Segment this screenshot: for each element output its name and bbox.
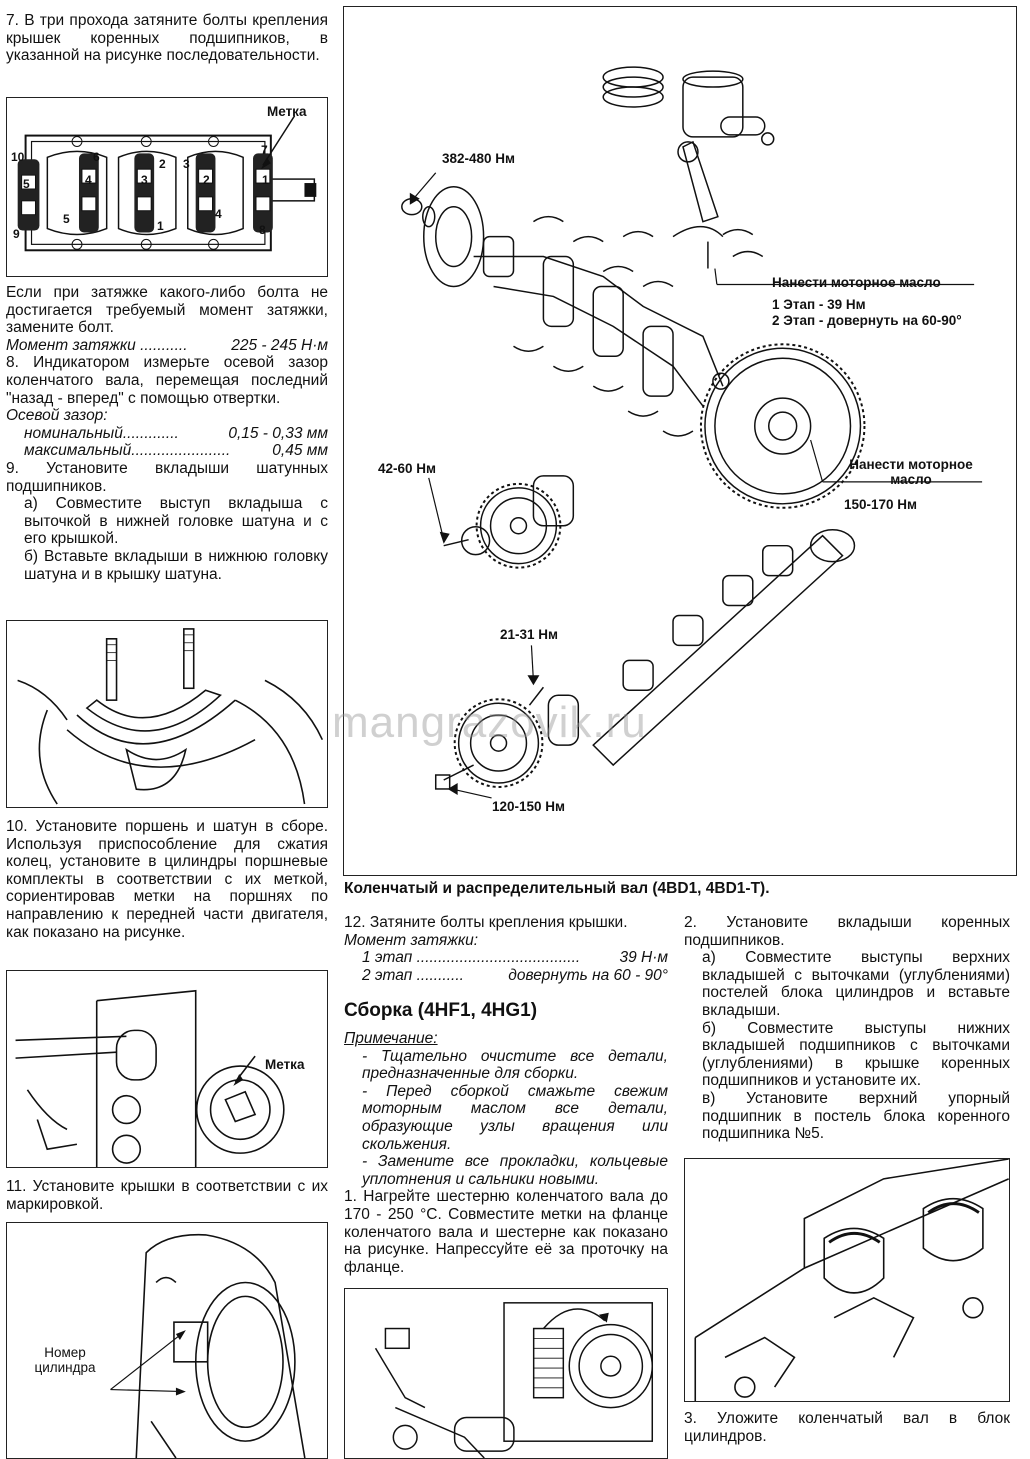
- step12-text: 12. Затяните болты крепления крышки.: [344, 914, 628, 931]
- fig4-cylinder-number-label: Номер цилиндра: [34, 1345, 96, 1375]
- step7-text: 7. В три прохода затяните болты креплени…: [6, 12, 328, 65]
- bearing-cap-marking-figure: Номер цилиндра: [6, 1222, 328, 1459]
- note-item: - Замените все прокладки, кольцевые упло…: [362, 1153, 668, 1188]
- fig1-number: 8: [259, 223, 266, 237]
- torque-row: Момент затяжки ........... 225 - 245 Н·м: [6, 337, 328, 355]
- torque-label-cam-gear: 120-150 Нм: [492, 799, 566, 814]
- stage1-row: 1 этап .................................…: [344, 949, 668, 967]
- fig1-number: 9: [13, 227, 20, 241]
- assembly-step1-text: 1. Нагрейте шестерню коленчатого вала до…: [344, 1188, 668, 1276]
- stage2-value: довернуть на 60 - 90°: [508, 966, 668, 984]
- step9a-text: а) Совместите выступ вкладыша с выточкой…: [24, 495, 328, 548]
- fig1-number: 5: [63, 212, 70, 226]
- mid-text-block: 12. Затяните болты крепления крышки. Мом…: [344, 914, 668, 984]
- torque-label: Момент затяжки: [6, 336, 136, 354]
- fig1-number: 3: [141, 173, 148, 187]
- axial-max-value: 0,45 мм: [272, 442, 328, 460]
- left-text-block: Если при затяжке какого-либо болта не до…: [6, 284, 328, 583]
- fig1-mark-label: Метка: [267, 104, 307, 119]
- axial-nominal-dots: .............: [122, 424, 179, 442]
- fig3-mark-label: Метка: [265, 1057, 305, 1072]
- step2a-text: а) Совместите выступы верхних вкладышей …: [702, 949, 1010, 1019]
- axial-nominal-row: номинальный............. 0,15 - 0,33 мм: [6, 425, 328, 443]
- mid-note-block: Примечание: - Тщательно очистите все дет…: [344, 1030, 668, 1276]
- torque-label-flywheel: 150-170 Нм: [844, 497, 918, 512]
- note-item: - Перед сборкой смажьте свежим моторным …: [362, 1082, 668, 1153]
- crank-gear-drawing: [374, 1302, 654, 1458]
- torque-label-conrod-stage2: 2 Этап - довернуть на 60-90°: [772, 313, 962, 328]
- fig1-number: 2: [203, 173, 210, 187]
- fig1-number: 2: [159, 157, 166, 171]
- right-text-block: 2. Установите вкладыши коренных подшипни…: [684, 914, 1010, 1143]
- crankshaft-camshaft-figure: 382-480 Нм Нанести моторное масло 1 Этап…: [343, 6, 1017, 876]
- fig1-number: 4: [85, 173, 92, 187]
- stage2-label: 2 этап: [362, 966, 413, 984]
- torque-dots: ...........: [140, 336, 188, 354]
- step2-text: 2. Установите вкладыши коренных подшипни…: [684, 914, 1010, 949]
- fig1-number: 4: [215, 207, 222, 221]
- bearing-cap-drawing: [110, 1233, 306, 1458]
- torque-label-flywheel-oil: Нанести моторное масло: [849, 457, 973, 487]
- fig1-number: 1: [262, 173, 269, 187]
- torque-label-conrod-stage1: 1 Этап - 39 Нм: [772, 297, 866, 312]
- section-heading: Сборка (4HF1, 4HG1): [344, 1000, 538, 1021]
- note-item: - Тщательно очистите все детали, предназ…: [362, 1047, 668, 1083]
- stage2-row: 2 этап ........... довернуть на 60 - 90°: [344, 967, 668, 985]
- fig1-number: 6: [93, 150, 100, 164]
- stage1-label: 1 этап: [362, 949, 413, 967]
- cylinder-block-figure: [684, 1158, 1010, 1402]
- cylinder-block-drawing: [694, 1159, 1009, 1401]
- axial-max-row: максимальный....................... 0,45 …: [6, 442, 328, 460]
- exploded-view-drawing: [401, 66, 983, 799]
- axial-max-dots: .......................: [131, 442, 231, 460]
- axial-title: Осевой зазор:: [6, 407, 108, 425]
- bearing-caps-drawing: [17, 115, 317, 252]
- axial-nominal-value: 0,15 - 0,33 мм: [228, 424, 328, 442]
- step10-text: 10. Установите поршень и шатун в сборе. …: [6, 818, 328, 941]
- piston-install-drawing: [15, 989, 285, 1167]
- step11-text: 11. Установите крышки в соответствии с и…: [6, 1178, 328, 1213]
- warn-bolt-text: Если при затяжке какого-либо болта не до…: [6, 284, 328, 337]
- watermark: mangrazovik.ru: [332, 698, 647, 747]
- piston-install-figure: Метка: [6, 970, 328, 1168]
- torque-label-pulley: 382-480 Нм: [442, 151, 516, 166]
- fig1-number: 7: [261, 143, 268, 157]
- axial-max-label: максимальный: [24, 442, 132, 460]
- step8-text: 8. Индикатором измерьте осевой зазор кол…: [6, 354, 328, 407]
- torque-value: 225 - 245 Н·м: [231, 336, 328, 354]
- fig1-number: 5: [23, 177, 30, 191]
- torque-label-idler: 42-60 Нм: [378, 461, 437, 476]
- conrod-bearing-drawing: [17, 628, 324, 805]
- stage1-value: 39 Н·м: [619, 949, 668, 967]
- fig1-number: 3: [183, 157, 190, 171]
- torque-label-cam-plate: 21-31 Нм: [500, 627, 559, 642]
- fig1-number: 1: [157, 219, 164, 233]
- bearing-caps-sequence-figure: Метка 10 5 9 6 4 5 2 3 1 3 2 4 7 1 8: [6, 97, 328, 277]
- step9b-text: б) Вставьте вкладыши в нижнюю головку ша…: [24, 547, 328, 583]
- axial-nominal-label: номинальный: [24, 424, 123, 442]
- torque-label-conrod-oil: Нанести моторное масло: [772, 275, 941, 290]
- mid-torque-title: Момент затяжки:: [344, 931, 479, 949]
- step2c-text: в) Установите верхний упорный подшипник …: [702, 1089, 1010, 1143]
- step9-text: 9. Установите вкладыши шатунных подшипни…: [6, 459, 328, 495]
- crank-gear-press-figure: [344, 1288, 668, 1459]
- stage2-dots: ...........: [416, 966, 464, 984]
- main-figure-caption: Коленчатый и распределительный вал (4BD1…: [344, 880, 770, 897]
- fig1-number: 10: [11, 150, 25, 164]
- stage1-dots: ......................................: [416, 949, 581, 967]
- step3-text: 3. Уложите коленчатый вал в блок цилиндр…: [684, 1410, 1010, 1445]
- note-title: Примечание:: [344, 1030, 438, 1047]
- step2b-text: б) Совместите выступы нижних вкладышей п…: [702, 1019, 1010, 1090]
- conrod-bearing-figure: [6, 620, 328, 808]
